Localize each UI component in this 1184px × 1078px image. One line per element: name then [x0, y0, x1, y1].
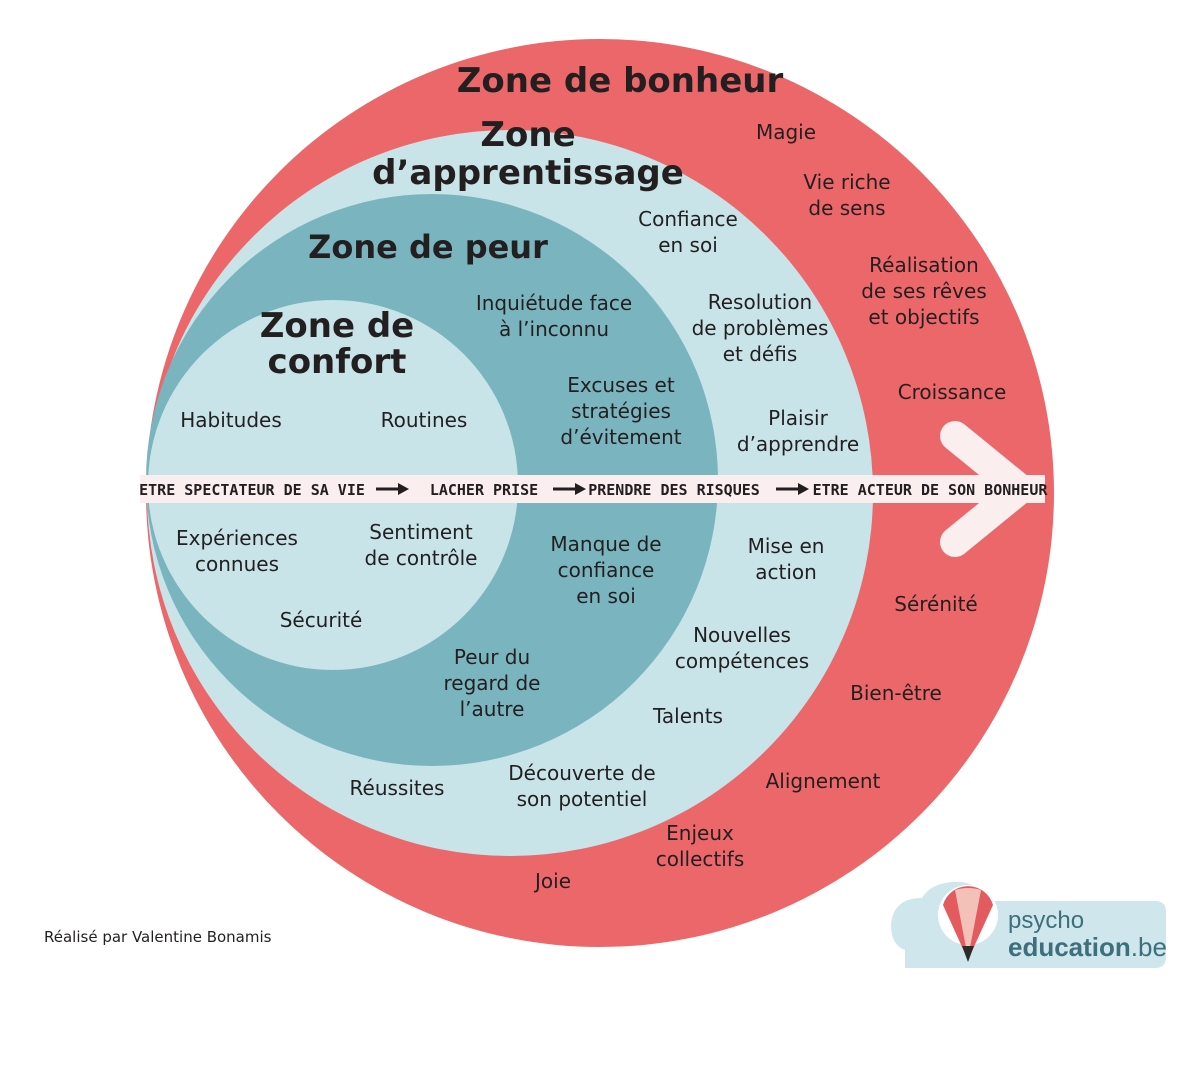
- item-line: et objectifs: [868, 305, 979, 329]
- zone-confort-title-2: confort: [268, 342, 407, 382]
- item-line: stratégies: [571, 399, 671, 423]
- big-arrow-head: [940, 421, 1035, 557]
- item-line: Excuses et: [567, 373, 675, 397]
- item-line: de sens: [808, 196, 885, 220]
- step-acteur: ETRE ACTEUR DE SON BONHEUR: [813, 481, 1049, 499]
- item-line: Enjeux: [666, 821, 734, 845]
- logo-word: education: [1008, 932, 1131, 962]
- item-reussites: Réussites: [350, 776, 445, 800]
- item-line: d’apprendre: [737, 432, 859, 456]
- item-line: Plaisir: [768, 406, 828, 430]
- step-spectateur: ETRE SPECTATEUR DE SA VIE: [139, 481, 365, 499]
- logo-line1: psycho: [1008, 907, 1084, 934]
- item-line: Réalisation: [869, 253, 979, 277]
- item-line: Croissance: [898, 380, 1007, 404]
- item-line: en soi: [576, 584, 636, 608]
- author-credit: Réalisé par Valentine Bonamis: [44, 928, 272, 946]
- progress-band: [140, 475, 1045, 503]
- item-line: d’évitement: [560, 425, 681, 449]
- item-line: Mise en: [748, 534, 825, 558]
- item-line: de ses rêves: [861, 279, 987, 303]
- item-alignement: Alignement: [766, 769, 881, 793]
- item-line: son potentiel: [517, 787, 648, 811]
- item-talents: Talents: [652, 704, 723, 728]
- item-line: Manque de: [550, 532, 661, 556]
- item-line: Habitudes: [180, 408, 281, 432]
- zone-confort-title-1: Zone de: [260, 306, 415, 346]
- zone-bonheur-title: Zone de bonheur: [457, 61, 784, 101]
- item-line: regard de: [444, 671, 541, 695]
- zone-peur-title: Zone de peur: [308, 228, 548, 266]
- item-habitudes: Habitudes: [180, 408, 281, 432]
- item-line: compétences: [675, 649, 809, 673]
- item-line: Sérénité: [894, 592, 977, 616]
- item-line: Alignement: [766, 769, 881, 793]
- item-croissance: Croissance: [898, 380, 1007, 404]
- item-line: Bien-être: [850, 681, 942, 705]
- item-line: de problèmes: [692, 316, 829, 340]
- item-bien-etre: Bien-être: [850, 681, 942, 705]
- logo-suffix: .be: [1131, 932, 1167, 962]
- item-securite: Sécurité: [280, 608, 363, 632]
- small-arrow-icon: [376, 483, 409, 495]
- step-lacher-prise: LACHER PRISE: [430, 481, 538, 499]
- item-line: Vie riche: [803, 170, 890, 194]
- item-line: connues: [195, 552, 279, 576]
- item-line: de contrôle: [365, 546, 478, 570]
- logo-line2: education.be: [1008, 932, 1167, 962]
- item-line: à l’inconnu: [499, 317, 609, 341]
- small-arrow-icon: [553, 483, 586, 495]
- item-line: l’autre: [460, 697, 525, 721]
- item-line: collectifs: [656, 847, 745, 871]
- item-routines: Routines: [381, 408, 468, 432]
- item-line: et défis: [723, 342, 798, 366]
- pencil-balloon-icon: [938, 885, 998, 962]
- item-joie: Joie: [533, 869, 571, 893]
- item-line: Confiance: [638, 207, 738, 231]
- small-arrow-icon: [776, 483, 809, 495]
- item-line: Magie: [756, 120, 816, 144]
- item-line: Peur du: [454, 645, 530, 669]
- item-line: Routines: [381, 408, 468, 432]
- psychoeducation-logo: psycho education.be: [891, 881, 1167, 968]
- item-line: Sécurité: [280, 608, 363, 632]
- item-line: Nouvelles: [693, 623, 791, 647]
- item-magie: Magie: [756, 120, 816, 144]
- item-line: Expériences: [176, 526, 298, 550]
- zone-apprentissage-title-2: d’apprentissage: [372, 153, 684, 193]
- zone-apprentissage-title-1: Zone: [480, 115, 575, 155]
- item-line: Découverte de: [508, 761, 655, 785]
- item-line: Joie: [533, 869, 571, 893]
- item-line: action: [755, 560, 817, 584]
- step-prendre-risques: PRENDRE DES RISQUES: [588, 481, 760, 499]
- item-line: Réussites: [350, 776, 445, 800]
- item-serenite: Sérénité: [894, 592, 977, 616]
- item-line: Talents: [652, 704, 723, 728]
- item-line: Resolution: [708, 290, 813, 314]
- item-line: en soi: [658, 233, 718, 257]
- item-line: Sentiment: [369, 520, 473, 544]
- item-line: confiance: [558, 558, 655, 582]
- item-line: Inquiétude face: [476, 291, 632, 315]
